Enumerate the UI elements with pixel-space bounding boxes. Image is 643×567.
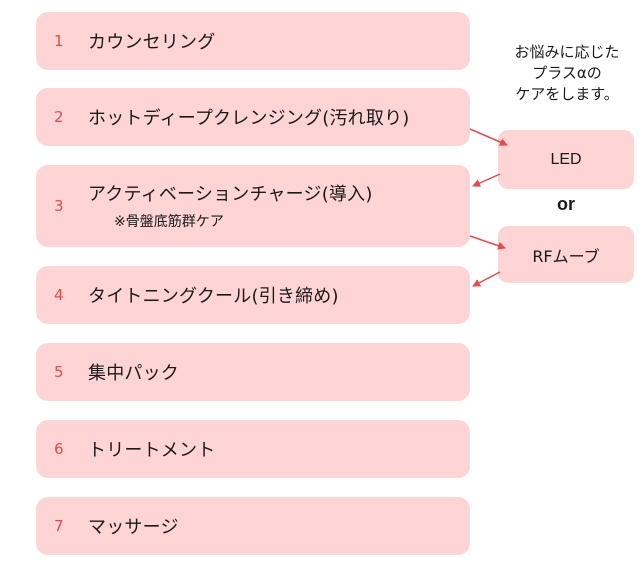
step-label: ホットディープクレンジング(汚れ取り) bbox=[88, 108, 410, 129]
step-number: 7 bbox=[54, 517, 64, 535]
or-label: or bbox=[557, 194, 575, 214]
step-number: 6 bbox=[54, 440, 64, 458]
step-1-counseling: 1 カウンセリング bbox=[36, 12, 470, 70]
step-number: 5 bbox=[54, 363, 64, 381]
option-note: お悩みに応じた プラスαの ケアをします。 bbox=[496, 42, 638, 105]
step-2-hot-deep-cleansing: 2 ホットディープクレンジング(汚れ取り) bbox=[36, 88, 470, 146]
step-label: アクティベーションチャージ(導入) bbox=[88, 184, 373, 205]
option-led-label: LED bbox=[550, 150, 582, 168]
option-led: LED bbox=[498, 130, 634, 189]
step-7-massage: 7 マッサージ bbox=[36, 497, 470, 555]
arrow-rf-to-step4 bbox=[472, 271, 501, 287]
option-note-line: プラスαの bbox=[532, 64, 602, 82]
step-4-tightening-cool: 4 タイトニングクール(引き締め) bbox=[36, 266, 470, 324]
step-label: タイトニングクール(引き締め) bbox=[88, 286, 339, 307]
option-note-line: お悩みに応じた bbox=[514, 43, 620, 61]
option-rf-label: RFムーブ bbox=[532, 246, 600, 266]
step-label: 集中パック bbox=[88, 363, 179, 384]
arrow-step3-to-rf bbox=[469, 235, 506, 250]
step-3-activation-charge: 3 アクティベーションチャージ(導入) ※骨盤底筋群ケア bbox=[36, 165, 470, 247]
arrow-led-to-step3 bbox=[472, 173, 501, 187]
step-label: マッサージ bbox=[88, 517, 179, 538]
step-number: 1 bbox=[54, 32, 64, 50]
option-rf-move: RFムーブ bbox=[498, 226, 634, 283]
step-6-treatment: 6 トリートメント bbox=[36, 420, 470, 478]
step-5-pack: 5 集中パック bbox=[36, 343, 470, 401]
step-sublabel: ※骨盤底筋群ケア bbox=[114, 214, 224, 230]
step-number: 2 bbox=[54, 108, 64, 126]
step-number: 3 bbox=[54, 197, 64, 215]
step-label: トリートメント bbox=[88, 440, 216, 461]
option-note-line: ケアをします。 bbox=[515, 85, 619, 103]
step-label: カウンセリング bbox=[88, 32, 216, 53]
arrow-step2-to-led bbox=[469, 128, 508, 146]
step-number: 4 bbox=[54, 286, 64, 304]
